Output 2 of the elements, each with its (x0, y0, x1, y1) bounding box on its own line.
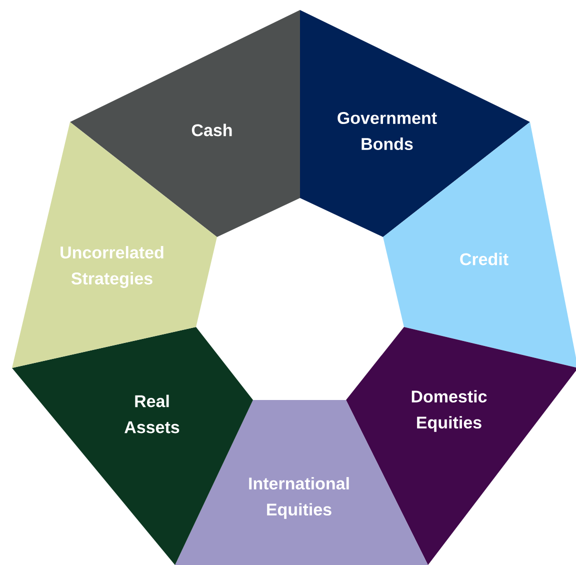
segment: Cash (70, 10, 300, 237)
segment: Government Bonds (300, 10, 530, 237)
